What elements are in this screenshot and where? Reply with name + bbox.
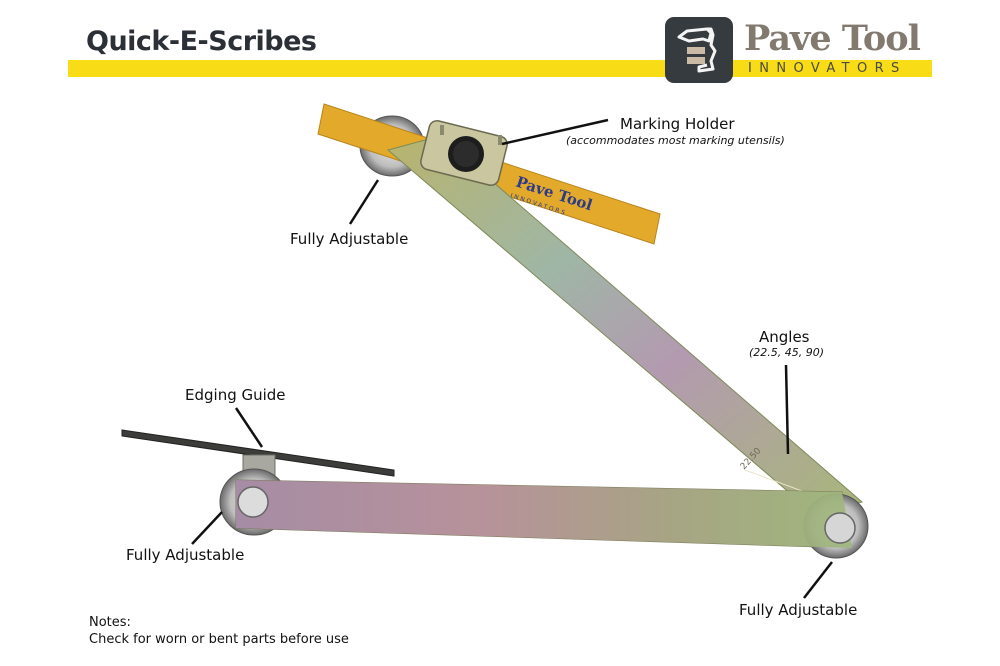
top-pivot-label: Fully Adjustable [290,230,409,248]
diagonal-arm: 22.50 [386,135,864,513]
edging-guide-label: Edging Guide [185,386,286,404]
leader-lines [191,118,833,599]
left-pivot-label: Fully Adjustable [126,546,245,564]
brand-tagline: INNOVATORS [748,61,907,76]
angles-sublabel: (22.5, 45, 90) [749,346,825,359]
angles-leader [784,364,790,455]
angles-label: Angles [759,328,810,346]
brand-name: Pave Tool [744,18,921,59]
page-title: Quick-E-Scribes [86,26,317,57]
marking-holder-leader [501,118,609,146]
notes-text: Check for worn or bent parts before use [89,632,349,647]
left-pivot-leader [191,511,223,545]
marking-holder-label: Marking Holder [620,115,735,133]
top-pivot-leader [348,179,380,225]
right-pivot-label: Fully Adjustable [739,601,858,619]
fuel-pump-logo-icon [665,17,733,83]
right-pivot-leader [803,561,833,599]
marking-holder-sublabel: (accommodates most marking utensils) [566,134,785,147]
marking-holder-clamp [420,120,508,186]
edging-guide-leader [234,407,264,448]
horizontal-arm [219,468,869,559]
notes-heading: Notes: [89,615,131,630]
